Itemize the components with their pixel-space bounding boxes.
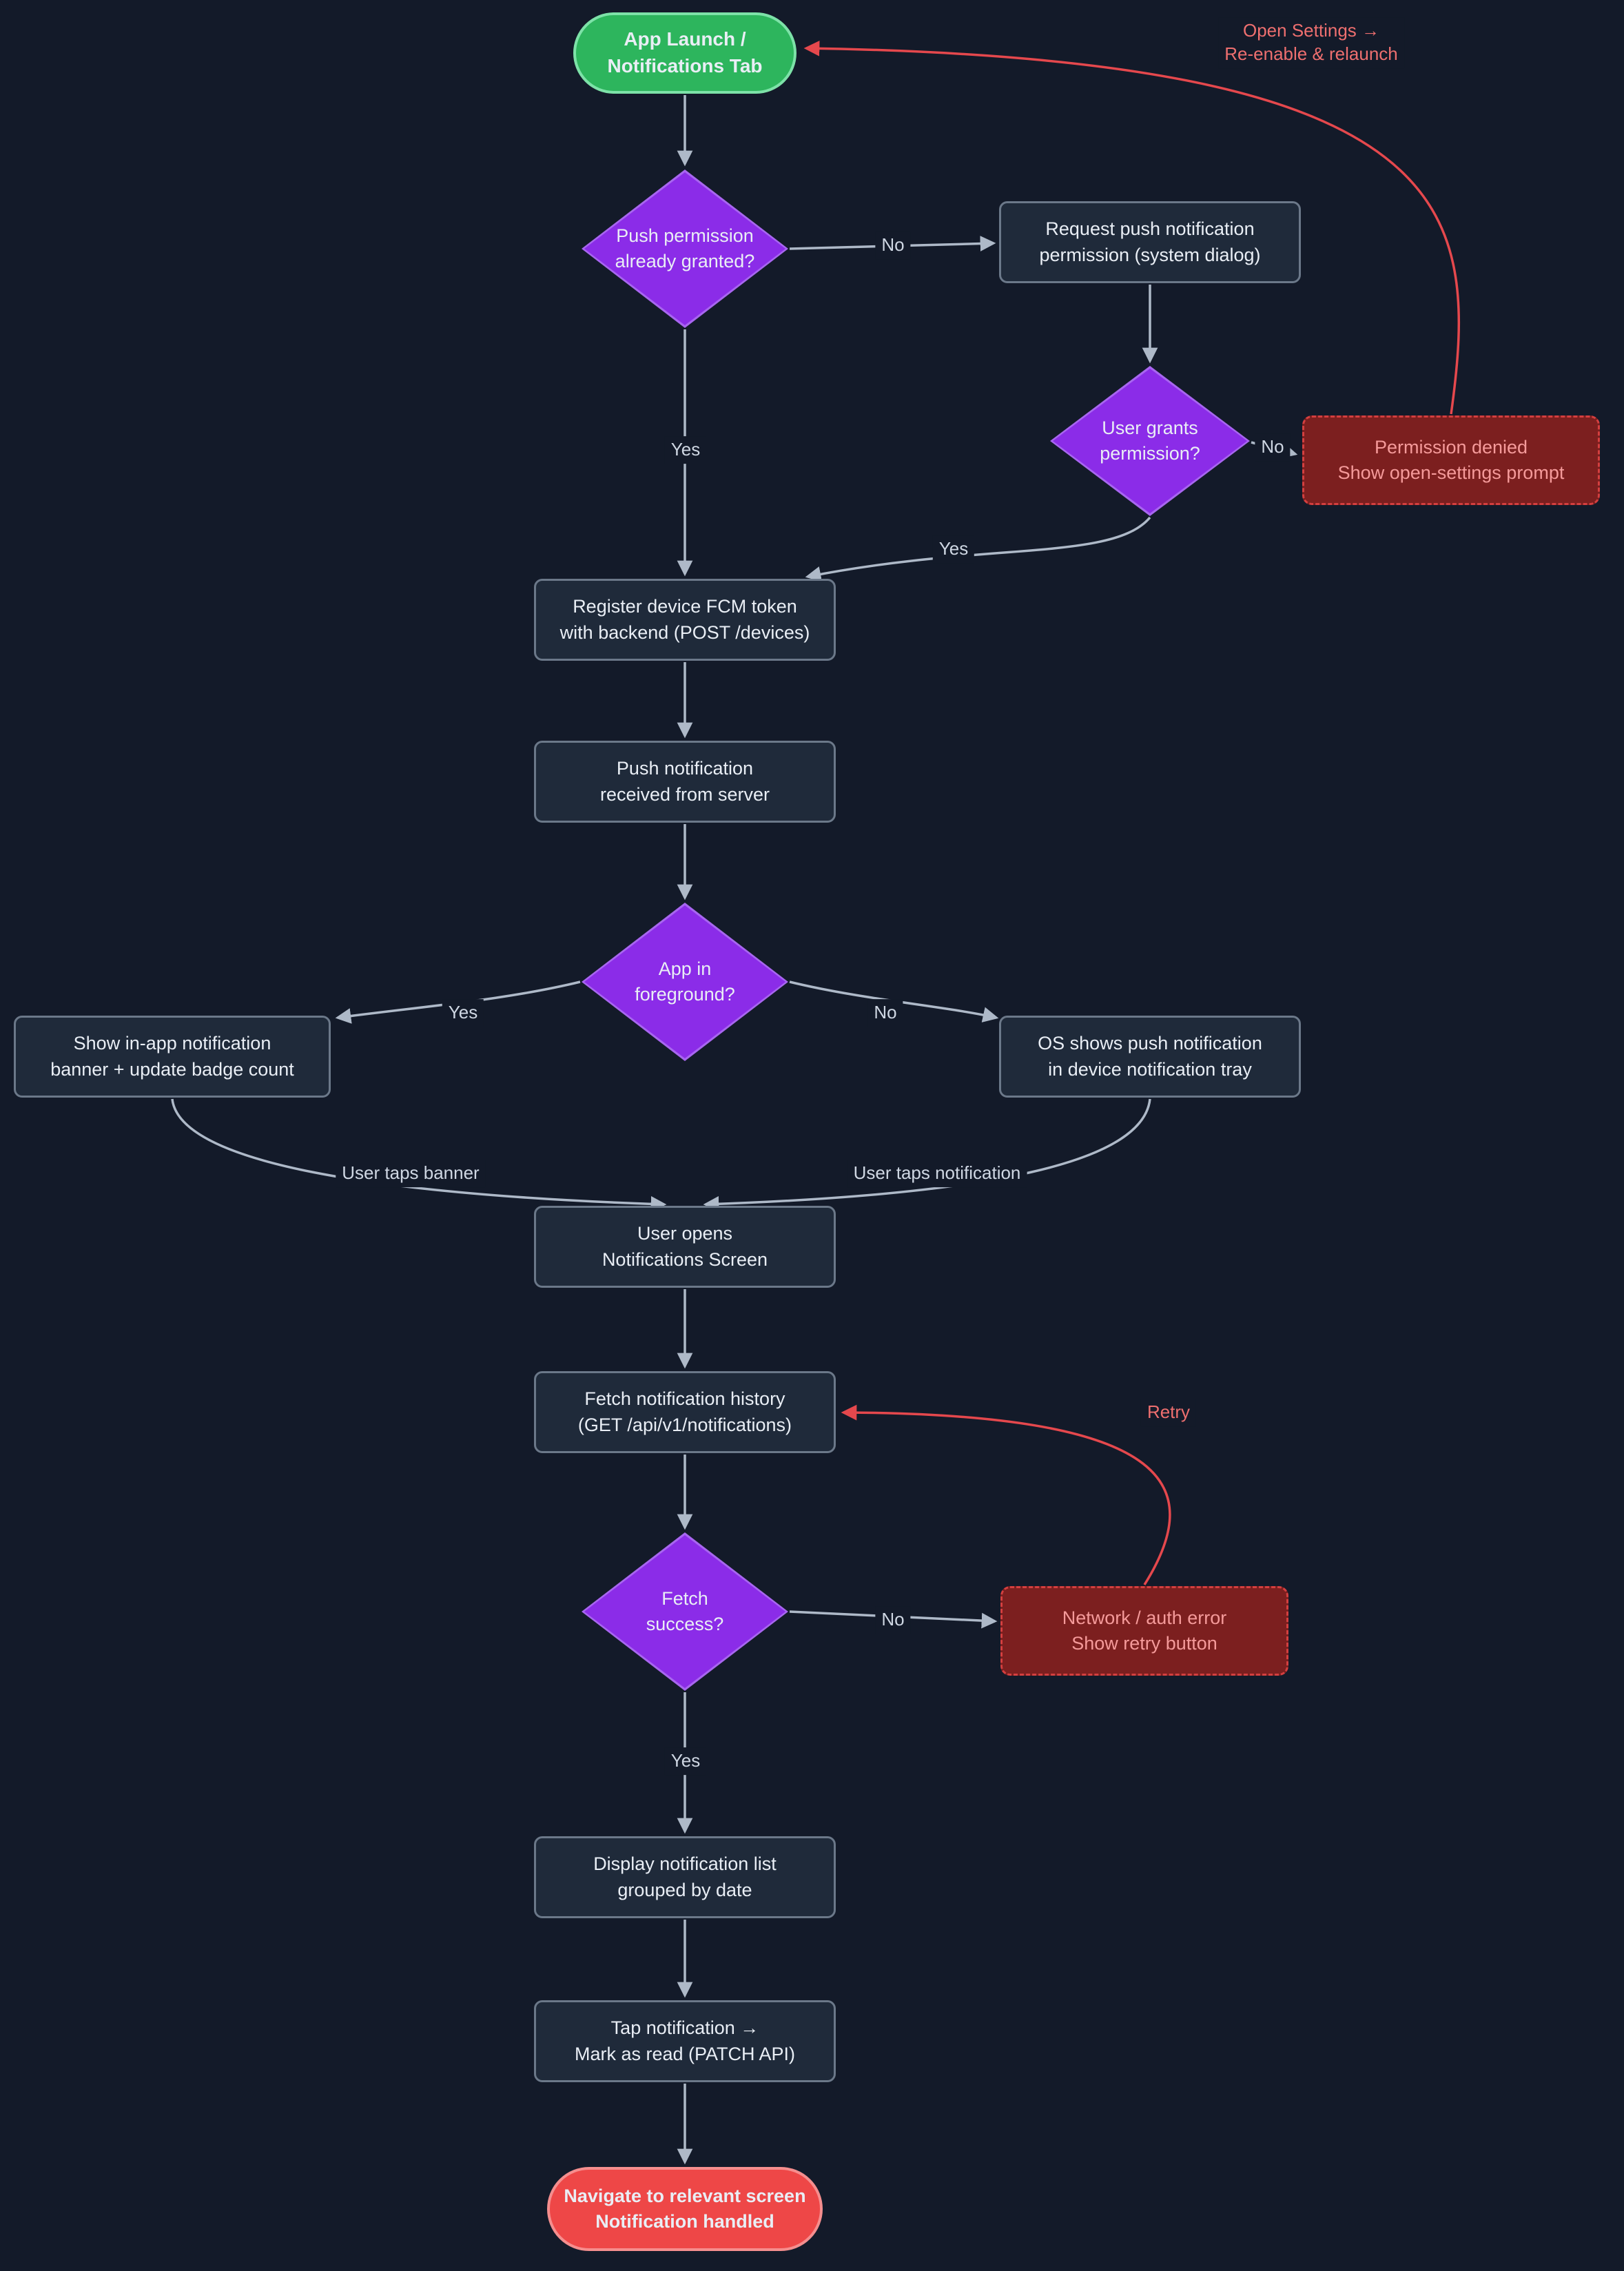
edge-label-grants-yes: Yes [932, 535, 975, 563]
edge-grants-yes [805, 516, 1151, 582]
edge-retry [841, 1404, 1171, 1585]
node-network-error: Network / auth error Show retry button [1000, 1586, 1288, 1676]
edge-label-foreground-yes: Yes [442, 999, 484, 1027]
edge-label-grants-no: No [1255, 433, 1291, 461]
edge-label-permission-yes: Yes [664, 436, 707, 464]
edge-label-taps-notification: User taps notification [847, 1160, 1027, 1187]
node-inapp-banner: Show in-app notification banner + update… [14, 1016, 331, 1098]
node-label: Display notification list grouped by dat… [593, 1853, 777, 1900]
node-permission-denied: Permission denied Show open-settings pro… [1302, 415, 1600, 505]
decision-push-permission: Push permission already granted? [582, 169, 788, 328]
node-fetch-history: Fetch notification history (GET /api/v1/… [534, 1371, 836, 1453]
node-label: User opens Notifications Screen [602, 1223, 768, 1270]
decision-fetch-success: Fetch success? [582, 1532, 788, 1691]
node-label: Fetch success? [646, 1587, 724, 1634]
edge-taps-notification [703, 1098, 1151, 1212]
node-label: App in foreground? [635, 958, 735, 1005]
edge-open-settings-relaunch [803, 40, 1461, 415]
node-label: Request push notification permission (sy… [1039, 218, 1261, 265]
node-label: Push notification received from server [599, 758, 770, 805]
edge-label-taps-banner: User taps banner [336, 1160, 486, 1187]
edge-label-open-settings: Open Settings → Re-enable & relaunch [1218, 17, 1404, 68]
node-label: User grants permission? [1100, 417, 1200, 464]
node-label: OS shows push notification in device not… [1038, 1033, 1262, 1080]
node-end: Navigate to relevant screen Notification… [547, 2167, 823, 2251]
node-label: Tap notification → Mark as read (PATCH A… [574, 2017, 796, 2064]
node-label: Push permission already granted? [615, 225, 755, 271]
node-register-token: Register device FCM token with backend (… [534, 579, 836, 661]
node-tap-mark-read: Tap notification → Mark as read (PATCH A… [534, 2000, 836, 2082]
edge-label-fetch-no: No [875, 1606, 911, 1634]
node-label: Fetch notification history (GET /api/v1/… [577, 1388, 792, 1435]
node-label: Register device FCM token with backend (… [559, 596, 810, 643]
node-os-tray: OS shows push notification in device not… [999, 1016, 1301, 1098]
decision-app-foreground: App in foreground? [582, 903, 788, 1061]
node-open-notifications: User opens Notifications Screen [534, 1206, 836, 1288]
edge-label-fetch-yes: Yes [664, 1747, 707, 1775]
decision-user-grants: User grants permission? [1050, 366, 1250, 516]
node-label: Permission denied Show open-settings pro… [1337, 436, 1565, 483]
edge-label-permission-no: No [875, 232, 911, 259]
node-label: Show in-app notification banner + update… [50, 1033, 294, 1080]
edge-label-foreground-no: No [867, 999, 903, 1027]
node-push-received: Push notification received from server [534, 741, 836, 823]
node-display-list: Display notification list grouped by dat… [534, 1836, 836, 1918]
edge-label-retry: Retry [1140, 1399, 1197, 1426]
node-label: Network / auth error Show retry button [1062, 1607, 1227, 1654]
node-label: App Launch / Notifications Tab [607, 28, 763, 76]
node-label: Navigate to relevant screen Notification… [564, 2185, 806, 2232]
node-start: App Launch / Notifications Tab [573, 12, 796, 94]
edge-taps-banner [171, 1098, 667, 1212]
node-request-permission: Request push notification permission (sy… [999, 201, 1301, 283]
